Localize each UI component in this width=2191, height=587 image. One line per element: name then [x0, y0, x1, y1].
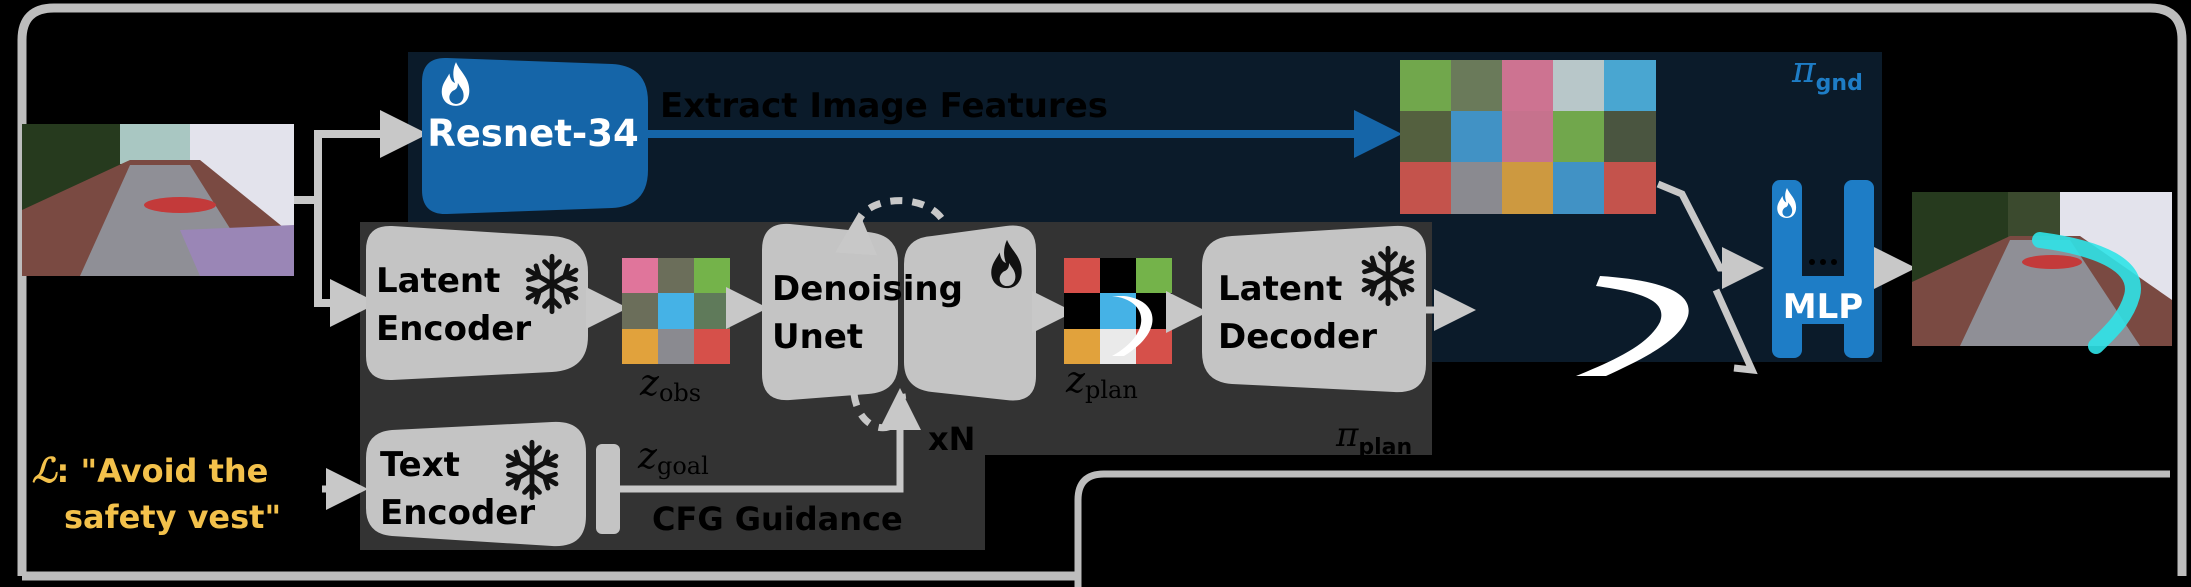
- input-image: [22, 124, 294, 276]
- pi-plan-label: πplan: [1335, 415, 1412, 460]
- pi-gnd-label: πgnd: [1791, 50, 1863, 96]
- resnet-label: Resnet-34: [427, 112, 639, 155]
- plan-to-mlp-arrow: [1712, 288, 1758, 375]
- denoising-unet-right-block: [904, 225, 1036, 401]
- cfg-guidance-arrow: [620, 388, 921, 493]
- text-encoder-label: Text Encoder: [380, 445, 535, 533]
- z-obs-grid: [622, 258, 730, 364]
- latent-decoder-block: [1202, 225, 1426, 393]
- input-to-latent-encoder-arrow: [314, 200, 378, 327]
- resnet-encoder-block: [422, 57, 648, 215]
- latent-encoder-label: Latent Encoder: [376, 261, 531, 349]
- lower-right-frame: [1074, 470, 2170, 587]
- latent-decoder-label: Latent Decoder: [1218, 269, 1377, 357]
- repeat-count-label: xN: [928, 420, 975, 458]
- mlp-block: [1772, 180, 1874, 358]
- cfg-guidance-label: CFG Guidance: [652, 500, 903, 538]
- features-to-mlp-arrow: [1656, 180, 1764, 289]
- z-goal-bar: [596, 444, 620, 534]
- instruction-text: ℒ: "Avoid the safety vest": [32, 451, 281, 536]
- denoising-unet-left-block: [762, 223, 898, 401]
- mlp-label: MLP: [1783, 287, 1863, 327]
- extract-features-label: Extract Image Features: [660, 86, 1108, 126]
- output-image: [1912, 192, 2172, 354]
- z-plan-label: zplan: [1065, 360, 1138, 404]
- denoising-unet-label: Denoising Unet: [772, 269, 975, 357]
- z-goal-label: zgoal: [637, 436, 709, 480]
- decoded-path-shape: [1576, 276, 1689, 376]
- latent-encoder-block: [366, 225, 588, 381]
- input-to-resnet-arrow: [294, 110, 428, 204]
- image-feature-grid: [1400, 60, 1656, 214]
- z-obs-label: zobs: [639, 363, 701, 407]
- outer-frame: [17, 3, 2187, 576]
- z-plan-grid: [1064, 258, 1172, 364]
- denoising-loop-arrow-top: [835, 197, 948, 256]
